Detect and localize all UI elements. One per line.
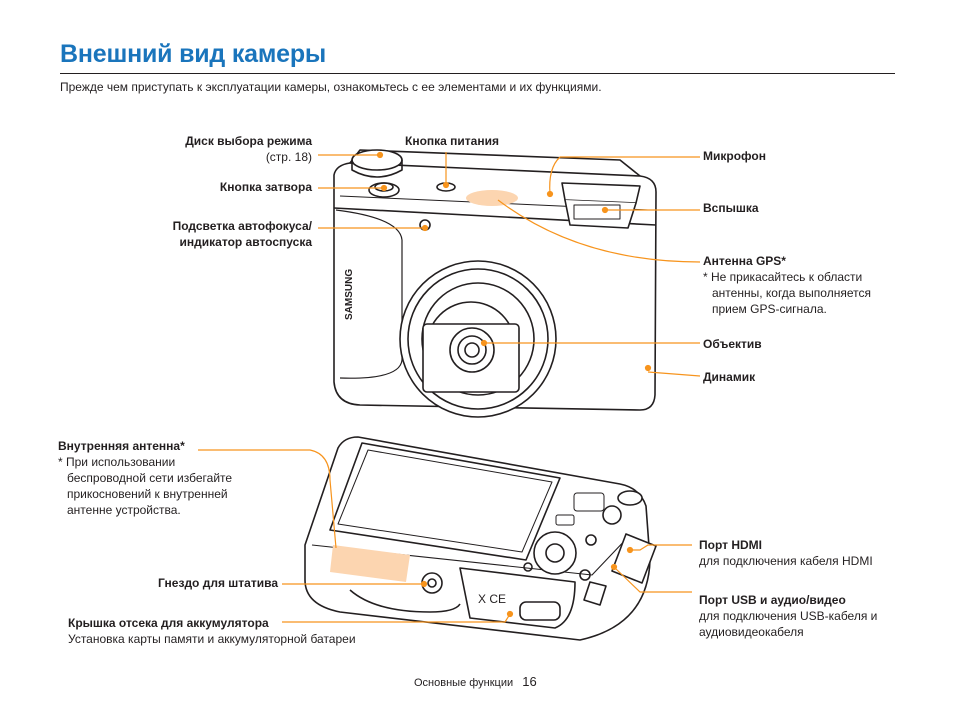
footer-section: Основные функции <box>414 677 514 689</box>
label-flash: Вспышка <box>703 201 759 215</box>
inner-antenna-highlight <box>330 545 410 582</box>
intro-text: Прежде чем приступать к эксплуатации кам… <box>60 80 602 94</box>
label-lens: Объектив <box>703 337 762 351</box>
label-hdmi-port: Порт HDMI для подключения кабеля HDMI <box>699 538 873 568</box>
front-camera-drawing <box>333 149 657 418</box>
label-gps-antenna: Антенна GPS* * Не прикасайтесь к области… <box>703 254 871 316</box>
brand-logo: SAMSUNG <box>344 269 355 320</box>
label-af-assist: Подсветка автофокуса/ индикатор автоспус… <box>172 219 312 249</box>
page-footer: Основные функции 16 <box>414 674 537 689</box>
label-inner-antenna: Внутренняя антенна* * При использовании … <box>58 439 233 517</box>
page-number: 16 <box>522 674 537 689</box>
label-usb-av-port: Порт USB и аудио/видео для подключения U… <box>699 593 878 639</box>
svg-text:X CE: X CE <box>478 592 506 606</box>
label-speaker: Динамик <box>703 370 756 384</box>
label-microphone: Микрофон <box>703 149 766 163</box>
label-tripod-socket: Гнездо для штатива <box>158 576 278 590</box>
label-mode-dial: Диск выбора режима (стр. 18) <box>185 134 312 164</box>
title-rule <box>60 73 895 74</box>
bottom-callout-lines <box>198 449 692 623</box>
gps-area-highlight <box>466 190 518 206</box>
back-camera-drawing: X CE <box>304 436 657 641</box>
label-battery-cover: Крышка отсека для аккумулятора Установка… <box>68 616 356 646</box>
label-shutter: Кнопка затвора <box>219 180 312 194</box>
label-power-button: Кнопка питания <box>405 134 499 148</box>
page-title: Внешний вид камеры <box>60 40 327 68</box>
top-callout-lines <box>318 151 701 377</box>
